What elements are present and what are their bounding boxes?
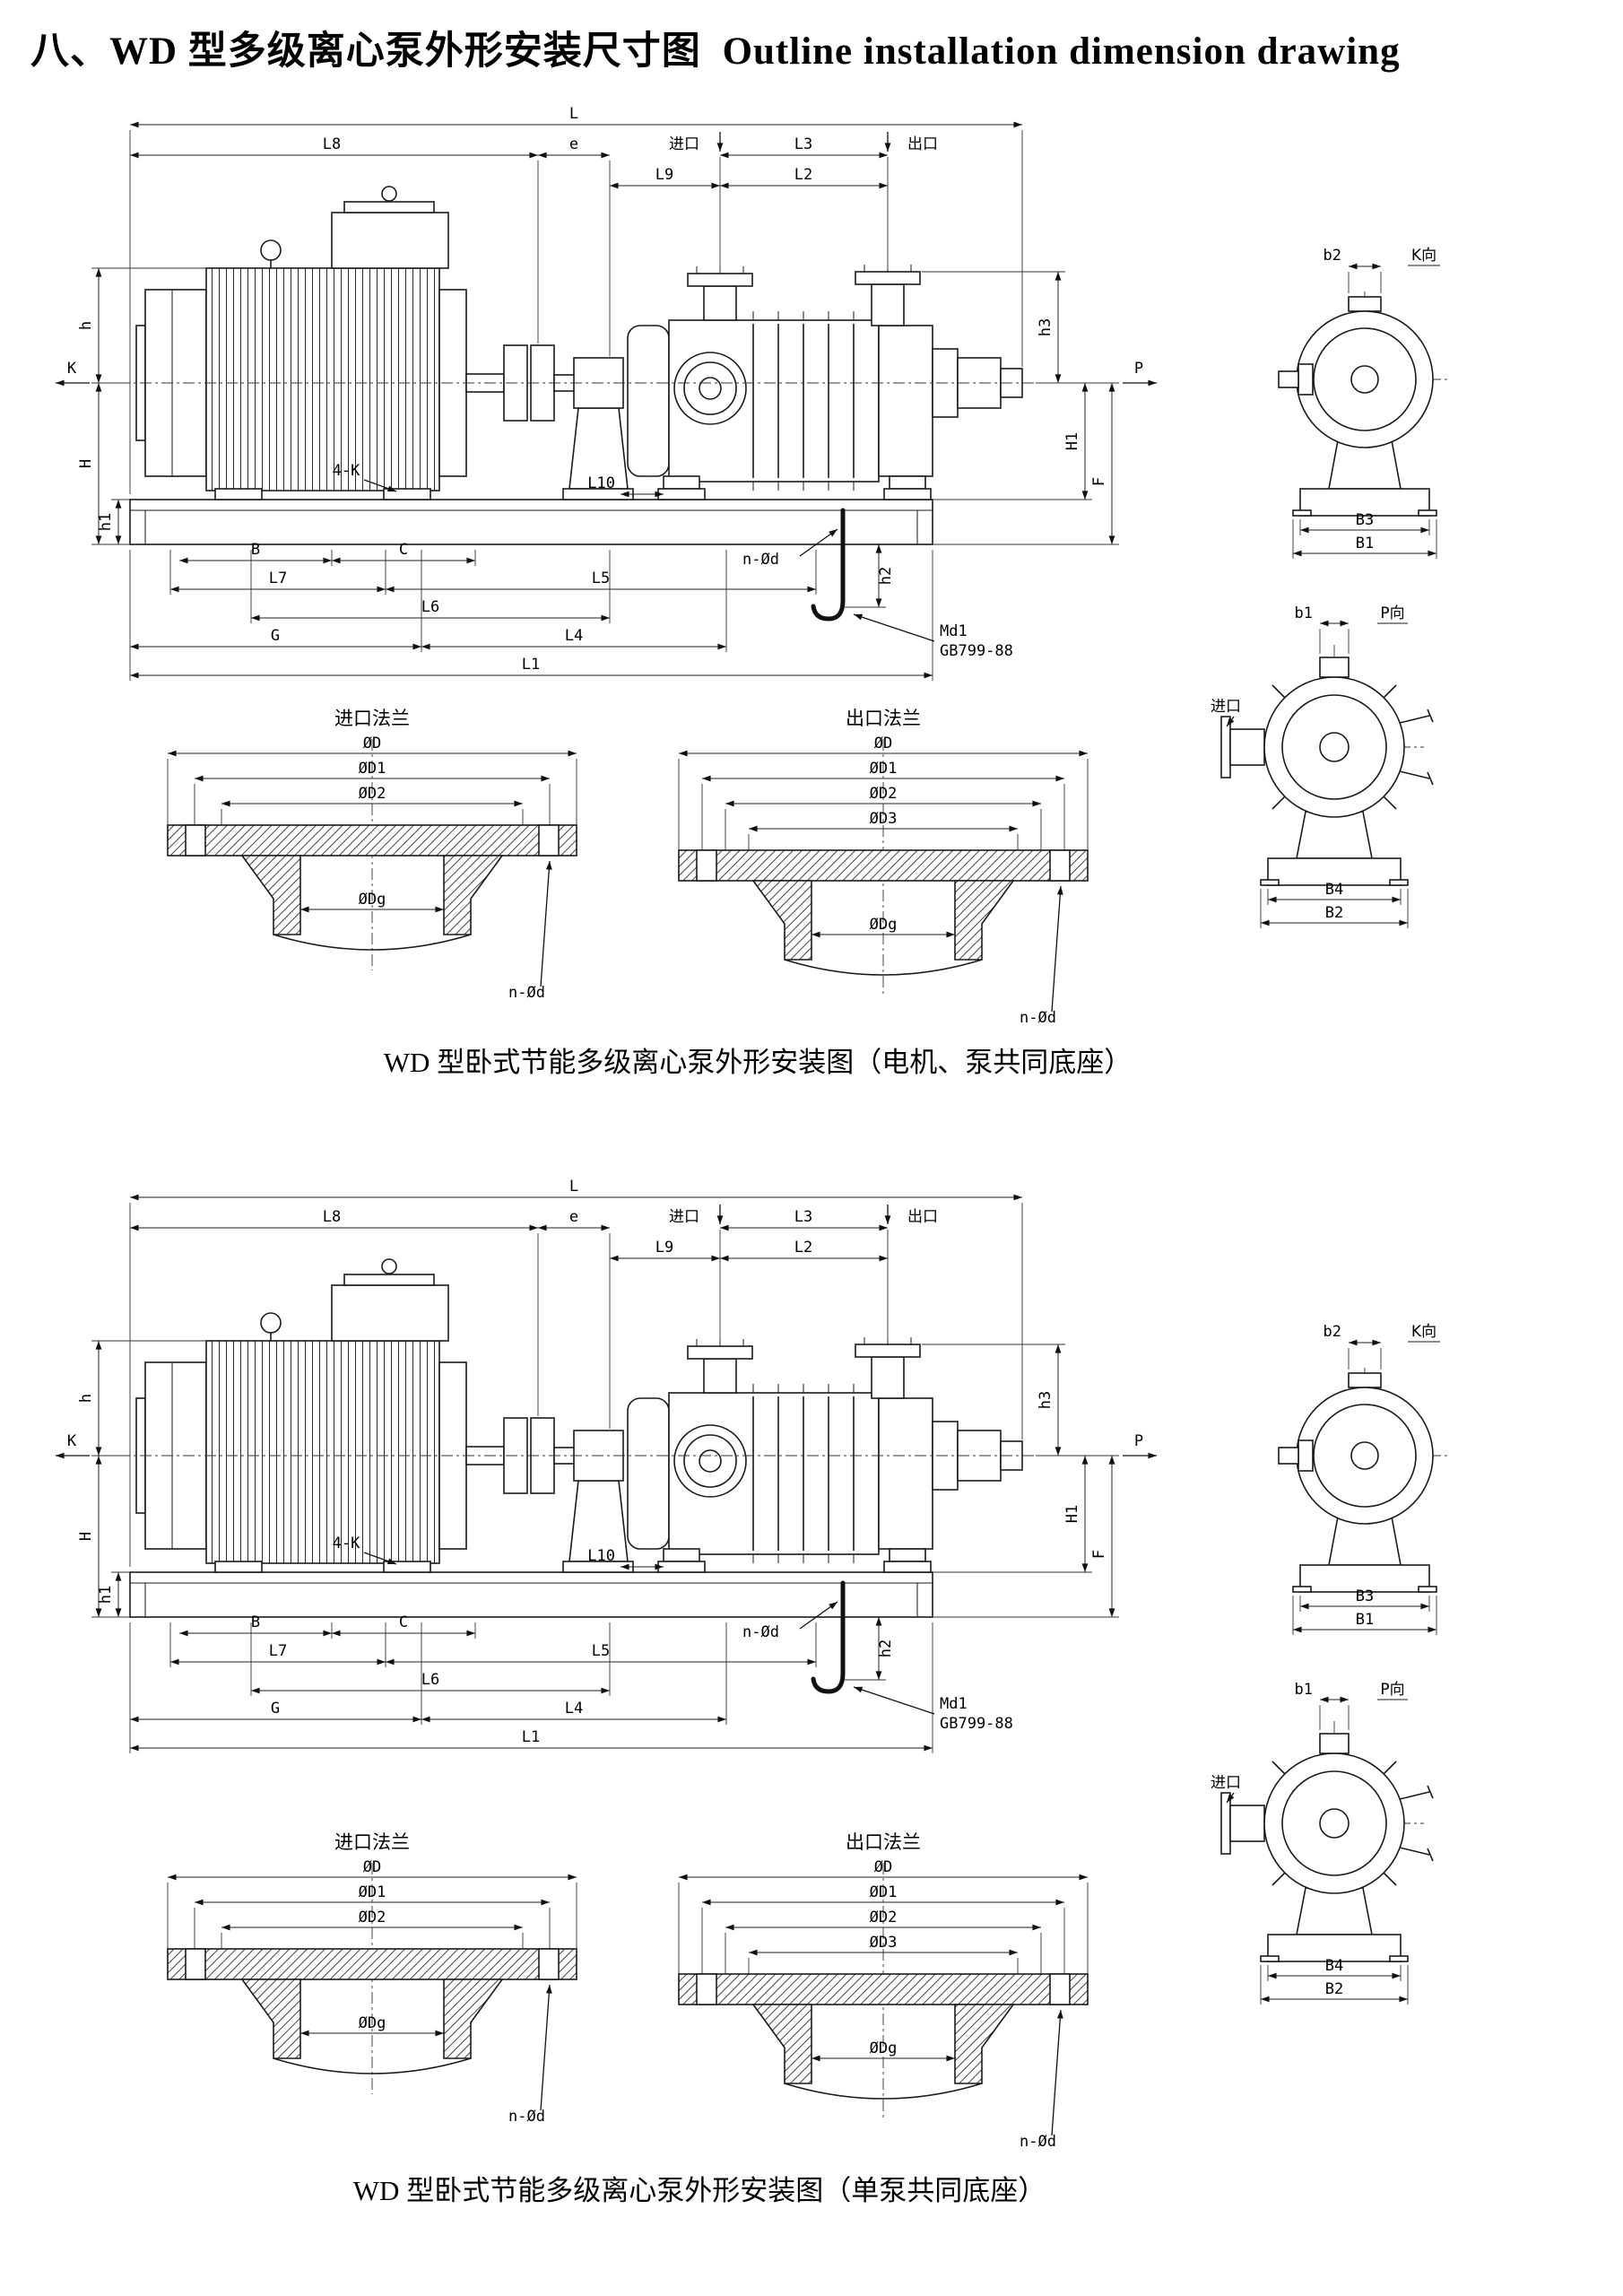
page-title: 八、WD 型多级离心泵外形安装尺寸图 Outline installation …	[30, 20, 1401, 75]
section2-inlet-flange	[168, 1831, 577, 2126]
section1-assembly	[56, 105, 1157, 681]
section1-outlet-flange	[679, 708, 1088, 1027]
section2-assembly	[56, 1178, 1157, 1753]
section2-outlet-flange	[679, 1831, 1088, 2151]
section1-k-view	[1279, 247, 1451, 559]
page-title-zh: 八、WD 型多级离心泵外形安装尺寸图	[30, 30, 701, 73]
page-title-en: Outline installation dimension drawing	[722, 30, 1401, 73]
section2-p-view	[1211, 1681, 1433, 2005]
section1-p-view	[1211, 604, 1433, 928]
section1-inlet-flange	[168, 708, 577, 1002]
section2-k-view	[1279, 1323, 1451, 1635]
drawings-canvas: L L8 e L3 进口 出口 L9 L2 K	[0, 94, 1623, 2206]
section2-caption: WD 型卧式节能多级离心泵外形安装图（单泵共同底座）	[353, 2175, 1046, 2206]
section1-caption: WD 型卧式节能多级离心泵外形安装图（电机、泵共同底座）	[384, 1047, 1132, 1078]
